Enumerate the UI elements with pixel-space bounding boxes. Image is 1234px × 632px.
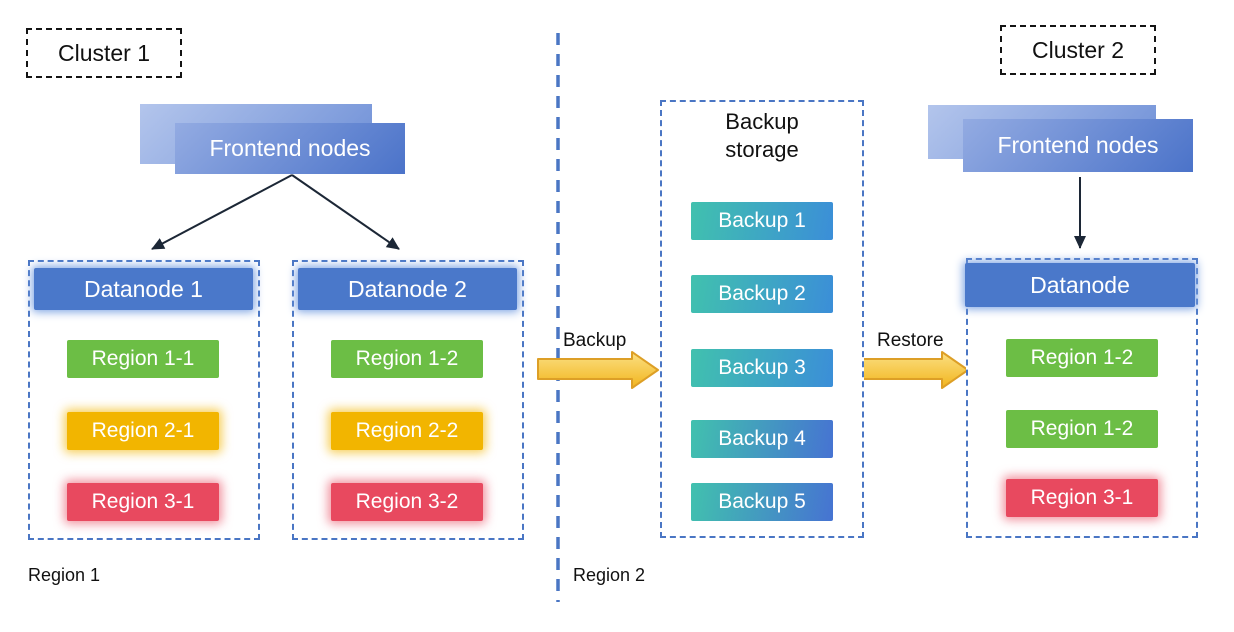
frontend-nodes-left: Frontend nodes <box>175 123 405 174</box>
backup-arrow-label: Backup <box>563 330 627 351</box>
datanode1-container: Datanode 1 Region 1-1 Region 2-1 Region … <box>28 260 260 540</box>
region-2-1-label: Region 2-1 <box>91 419 195 442</box>
region-2-1: Region 2-1 <box>67 412 219 450</box>
backup-item-4: Backup 4 <box>691 420 833 458</box>
backup-item-5: Backup 5 <box>691 483 833 521</box>
region-right-1-label: Region 1-2 <box>1030 346 1134 369</box>
region-right-1: Region 1-2 <box>1006 339 1158 377</box>
datanode1-title: Datanode 1 <box>84 275 203 302</box>
connector-frontend-datanode2 <box>291 174 400 250</box>
region-3-2: Region 3-2 <box>331 483 483 521</box>
cluster1-label-box: Cluster 1 <box>26 28 182 78</box>
datanode-right-header: Datanode <box>965 263 1195 307</box>
backup-arrow <box>537 351 659 389</box>
region-1-1-label: Region 1-1 <box>91 347 195 370</box>
restore-arrow-label: Restore <box>877 330 944 351</box>
region2-footer-label: Region 2 <box>573 565 646 585</box>
region-3-1-label: Region 3-1 <box>91 490 195 513</box>
backup-item-1: Backup 1 <box>691 202 833 240</box>
backup-item-4-label: Backup 4 <box>718 427 806 450</box>
backup-storage-title: Backup storage <box>725 109 799 162</box>
region-3-1: Region 3-1 <box>67 483 219 521</box>
frontend-nodes-left-label: Frontend nodes <box>209 135 371 161</box>
backup-storage-container: Backup storage Backup 1 Backup 2 Backup … <box>660 100 864 538</box>
region-right-2: Region 1-2 <box>1006 410 1158 448</box>
datanode2-header: Datanode 2 <box>298 268 517 310</box>
frontend-nodes-right-label: Frontend nodes <box>997 132 1159 158</box>
datanode2-title: Datanode 2 <box>348 275 467 302</box>
backup-item-2: Backup 2 <box>691 275 833 313</box>
region-2-2: Region 2-2 <box>331 412 483 450</box>
backup-item-5-label: Backup 5 <box>718 490 806 513</box>
datanode-right-container: Datanode Region 1-2 Region 1-2 Region 3-… <box>965 258 1198 538</box>
datanode-right-title: Datanode <box>1030 271 1130 298</box>
frontend-nodes-right: Frontend nodes <box>963 119 1193 172</box>
datanode2-container: Datanode 2 Region 1-2 Region 2-2 Region … <box>292 260 524 540</box>
region-right-2-label: Region 1-2 <box>1030 417 1134 440</box>
cluster2-label-box: Cluster 2 <box>1000 25 1156 75</box>
region-3-2-label: Region 3-2 <box>355 490 459 513</box>
backup-item-1-label: Backup 1 <box>718 209 806 232</box>
restore-arrow <box>852 351 969 389</box>
backup-item-2-label: Backup 2 <box>718 282 806 305</box>
backup-item-3-label: Backup 3 <box>718 356 806 379</box>
region1-footer-label: Region 1 <box>28 565 101 585</box>
connector-frontend-datanode1 <box>151 174 293 250</box>
backup-item-3: Backup 3 <box>691 349 833 387</box>
cluster1-label: Cluster 1 <box>57 39 151 66</box>
region-1-1: Region 1-1 <box>67 340 219 378</box>
region-1-2: Region 1-2 <box>331 340 483 378</box>
cluster2-label: Cluster 2 <box>1031 36 1125 63</box>
datanode1-header: Datanode 1 <box>34 268 253 310</box>
region-right-3: Region 3-1 <box>1006 479 1158 517</box>
region-2-2-label: Region 2-2 <box>355 419 459 442</box>
region-1-2-label: Region 1-2 <box>355 347 459 370</box>
region-right-3-label: Region 3-1 <box>1030 486 1134 509</box>
